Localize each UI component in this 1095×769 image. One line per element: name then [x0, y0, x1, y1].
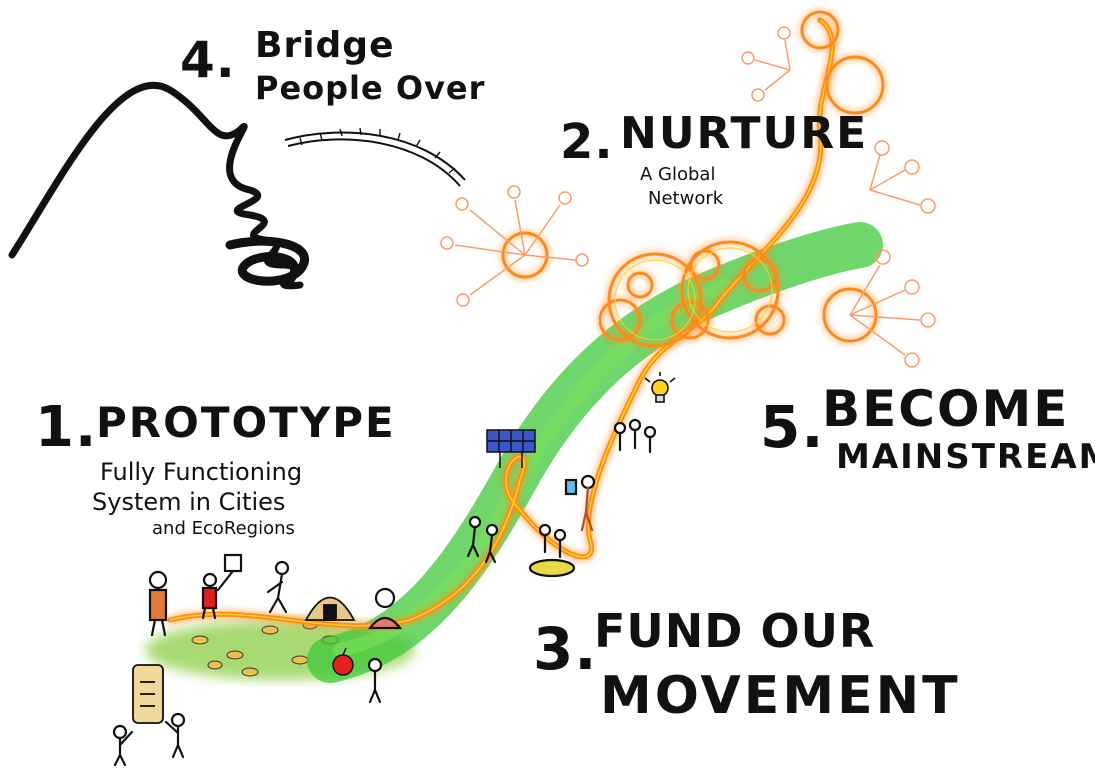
bulb-icon	[644, 372, 676, 403]
step-1-title: Prototype	[96, 398, 396, 447]
step-1-subtitle-line-1: Fully Functioning	[100, 458, 303, 486]
step-4-title-line-2: People Over	[255, 69, 486, 107]
solar-panel-icon	[486, 429, 536, 468]
step-1-subtitle-line-2: System in Cities	[92, 488, 286, 516]
step-3-title-line-1: Fund our	[594, 604, 876, 658]
step-2-number: 2.	[560, 114, 614, 170]
step-4-title-line-1: Bridge	[255, 25, 395, 66]
network-cluster-icon	[501, 10, 885, 348]
network-satellites	[440, 26, 936, 368]
bridge-track	[284, 127, 466, 187]
step-3-title-line-2: Movement	[600, 666, 961, 726]
step-4-number: 4.	[180, 31, 236, 89]
people-figures	[112, 418, 657, 767]
step-2-title: Nurture	[620, 108, 869, 159]
hut-icon	[304, 596, 356, 621]
step-5-title-line-2: Mainstream	[836, 437, 1095, 477]
step-5-title-line-1: Become	[822, 380, 1070, 438]
step-1-subtitle-line-3: and EcoRegions	[152, 518, 295, 539]
step-2-subtitle-line-1: A Global	[640, 164, 716, 185]
step-3-number: 3.	[533, 615, 598, 683]
step-5-number: 5.	[760, 393, 825, 461]
apple-icon	[332, 647, 354, 676]
step-2-subtitle-line-2: Network	[648, 188, 724, 209]
step-1-number: 1.	[35, 395, 98, 460]
scroll-icon	[132, 664, 164, 724]
bridge-scribble	[8, 81, 304, 290]
